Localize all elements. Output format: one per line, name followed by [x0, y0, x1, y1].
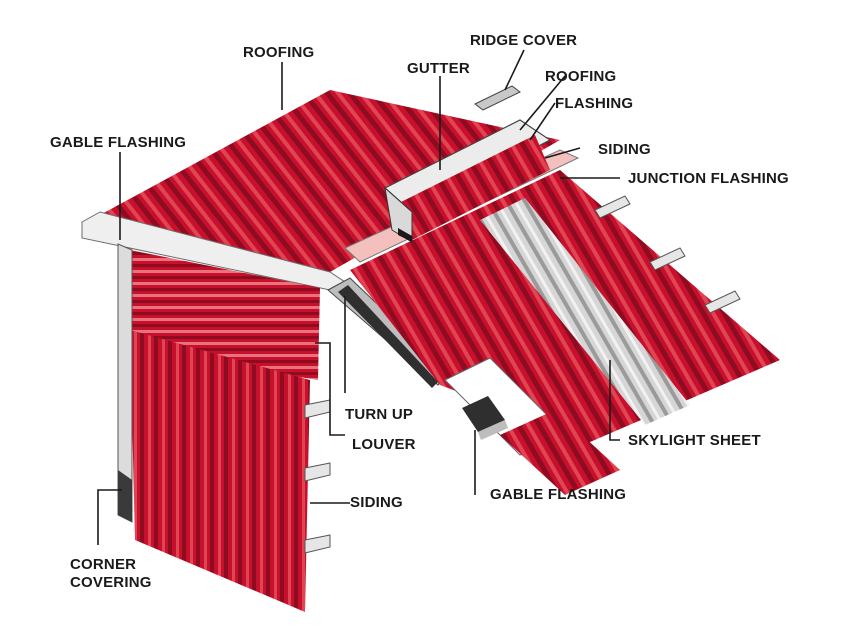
label-corner-covering-line2: COVERING	[70, 574, 152, 591]
skylight-sheet-panel	[480, 198, 690, 425]
leader-skylight-sheet	[609, 360, 620, 441]
label-siding-bottom: SIDING	[350, 494, 403, 511]
leader-louver	[315, 342, 345, 436]
gable-flashing-bottom-face	[478, 420, 508, 440]
label-gutter: GUTTER	[407, 60, 470, 77]
label-flashing: FLASHING	[555, 95, 634, 112]
leader-flashing	[529, 102, 556, 141]
label-siding-right: SIDING	[598, 141, 651, 158]
gable-flashing-bottom-part	[462, 396, 505, 432]
label-junction-flashing: JUNCTION FLASHING	[628, 170, 789, 187]
label-roofing-right: ROOFING	[545, 68, 617, 85]
label-gable-flashing-top: GABLE FLASHING	[50, 134, 187, 151]
wall-purlin-3	[304, 534, 331, 554]
ridge-cover-piece	[474, 85, 521, 111]
label-gable-flashing-bottom: GABLE FLASHING	[490, 486, 627, 503]
lower-roof-piece	[500, 410, 620, 495]
leader-roofing-right	[519, 75, 566, 131]
roof-purlin-2	[649, 247, 686, 271]
wall-purlin-2	[304, 462, 331, 482]
roof-purlin-1	[594, 195, 631, 219]
label-corner-covering: CORNER COVERING	[70, 556, 190, 592]
label-roofing-top: ROOFING	[243, 44, 315, 61]
corner-covering-shadow	[118, 470, 132, 522]
leader-ridge-cover	[504, 49, 525, 91]
gutter-siding	[395, 135, 550, 240]
turn-up-flashing-dark	[338, 285, 438, 388]
gutter-end-dark	[398, 228, 412, 242]
roof-purlin-3	[704, 290, 741, 314]
label-louver: LOUVER	[352, 436, 416, 453]
label-turn-up: TURN UP	[345, 406, 414, 423]
left-roof-slope	[100, 90, 560, 272]
leader-siding-right	[544, 147, 581, 159]
label-corner-covering-line1: CORNER	[70, 556, 137, 573]
label-skylight-sheet: SKYLIGHT SHEET	[628, 432, 761, 449]
label-ridge-cover: RIDGE COVER	[470, 32, 578, 49]
wall-vertical-siding	[130, 330, 310, 612]
leader-corner-covering	[97, 489, 122, 545]
